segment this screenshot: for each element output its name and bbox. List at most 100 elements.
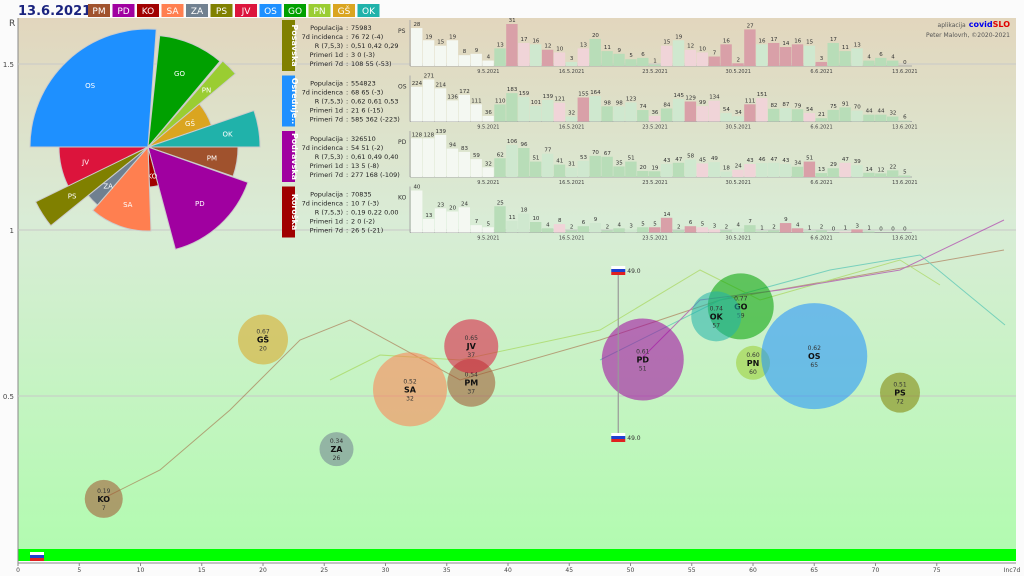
stat-colon: : bbox=[346, 116, 348, 124]
mini-bar bbox=[530, 161, 542, 177]
mini-bar bbox=[637, 227, 649, 233]
bubble-incidence: 65 bbox=[810, 362, 818, 369]
mini-bar-label: 3 bbox=[856, 223, 860, 229]
mini-bar-label: 7 bbox=[475, 219, 479, 225]
stat-colon: : bbox=[346, 60, 348, 68]
legend-swatch bbox=[186, 4, 208, 17]
mini-bar-label: 101 bbox=[531, 100, 542, 106]
mini-bar bbox=[660, 164, 673, 177]
stat-colon: : bbox=[346, 51, 348, 59]
mini-bar-label: 12 bbox=[878, 167, 885, 173]
legend-badge-pn[interactable]: PN bbox=[308, 4, 331, 17]
mini-bar-label: 15 bbox=[437, 40, 444, 46]
x-tick-label: 15 bbox=[198, 567, 206, 574]
mini-bar bbox=[744, 225, 756, 233]
mini-bar-label: 17 bbox=[770, 37, 777, 43]
legend-badge-ko[interactable]: KO bbox=[137, 4, 159, 17]
mini-bar bbox=[851, 48, 863, 66]
mini-bar-label: 40 bbox=[413, 185, 420, 191]
stat-colon: : bbox=[346, 162, 348, 170]
mini-bar bbox=[660, 108, 673, 122]
pie-slice-label: SA bbox=[123, 201, 133, 209]
mini-bar bbox=[470, 53, 482, 66]
y-tick-label: 1 bbox=[10, 227, 14, 235]
mini-bar-label: 96 bbox=[521, 142, 528, 148]
mini-chart-date-label: 16.5.2021 bbox=[559, 236, 584, 242]
mini-bar bbox=[791, 44, 804, 66]
legend-badge-sa[interactable]: SA bbox=[161, 4, 184, 17]
mini-bar-label: 128 bbox=[424, 132, 435, 138]
mini-chart-date-label: 6.6.2021 bbox=[810, 180, 832, 186]
mini-bar bbox=[791, 228, 804, 233]
legend-badge-pd[interactable]: PD bbox=[112, 4, 135, 17]
bubble-circle bbox=[84, 479, 123, 518]
x-axis-title: Inc7d bbox=[1004, 567, 1021, 574]
bubble-r-value: 0.51 bbox=[893, 382, 907, 389]
mini-chart-date-label: 13.6.2021 bbox=[892, 69, 917, 75]
mini-bar bbox=[756, 231, 768, 233]
mini-bar bbox=[768, 230, 780, 233]
legend-badge-ps[interactable]: PS bbox=[210, 4, 233, 17]
stat-label: Populacija bbox=[310, 24, 343, 32]
mini-bar bbox=[684, 49, 697, 66]
mini-bar bbox=[708, 56, 720, 66]
mini-bar bbox=[744, 104, 756, 122]
bubble-circle bbox=[319, 432, 354, 467]
mini-bar-label: 0 bbox=[903, 227, 907, 233]
legend-swatch bbox=[284, 4, 306, 17]
x-tick-label: 50 bbox=[627, 567, 635, 574]
mini-bar bbox=[446, 211, 459, 233]
mini-bar-label: 99 bbox=[699, 100, 706, 106]
mini-bar-label: 24 bbox=[735, 164, 742, 170]
stat-label: R (7,5,3) bbox=[315, 42, 343, 50]
region-name: Posavska bbox=[290, 24, 299, 66]
stat-label: Primeri 7d bbox=[310, 116, 343, 124]
legend-badge-za[interactable]: ZA bbox=[186, 4, 208, 17]
mini-bar-label: 51 bbox=[806, 156, 813, 162]
stat-colon: : bbox=[346, 80, 348, 88]
mini-bar-label: 5 bbox=[641, 221, 645, 227]
mini-bar-label: 13 bbox=[497, 42, 504, 48]
bubble-code: GO bbox=[734, 302, 748, 311]
legend-badge-ok[interactable]: OK bbox=[357, 4, 380, 17]
legend-badge-pm[interactable]: PM bbox=[88, 4, 110, 17]
stat-label: Populacija bbox=[310, 80, 343, 88]
mini-bar-label: 4 bbox=[737, 222, 741, 228]
mini-chart-date-label: 13.6.2021 bbox=[892, 236, 917, 242]
mini-bar-label: 134 bbox=[709, 95, 720, 101]
mini-bar bbox=[601, 230, 613, 233]
stat-colon: : bbox=[346, 144, 348, 152]
legend-badge-go[interactable]: GO bbox=[284, 4, 306, 17]
mini-bar-label: 44 bbox=[878, 109, 885, 115]
mini-bar-label: 32 bbox=[889, 111, 896, 117]
mini-bar bbox=[422, 40, 435, 66]
mini-bar-label: 1 bbox=[808, 225, 812, 231]
legend-badge-jv[interactable]: JV bbox=[235, 4, 257, 17]
mini-bar bbox=[553, 224, 566, 233]
pie-slice-os bbox=[29, 28, 157, 148]
bubble-incidence: 60 bbox=[749, 369, 757, 376]
legend-badge-gš[interactable]: GŠ bbox=[333, 4, 355, 17]
mini-bar-label: 5 bbox=[903, 169, 907, 175]
bubble-incidence: 51 bbox=[639, 365, 647, 372]
legend-badge-os[interactable]: OS bbox=[259, 4, 282, 17]
x-tick-label: 65 bbox=[810, 567, 818, 574]
mini-bar bbox=[541, 228, 554, 233]
stat-colon: : bbox=[346, 227, 348, 235]
pie-slice-pn bbox=[147, 60, 237, 148]
mini-bar bbox=[887, 170, 899, 177]
x-tick-label: 60 bbox=[749, 567, 757, 574]
mini-chart-date-label: 9.5.2021 bbox=[477, 125, 499, 131]
